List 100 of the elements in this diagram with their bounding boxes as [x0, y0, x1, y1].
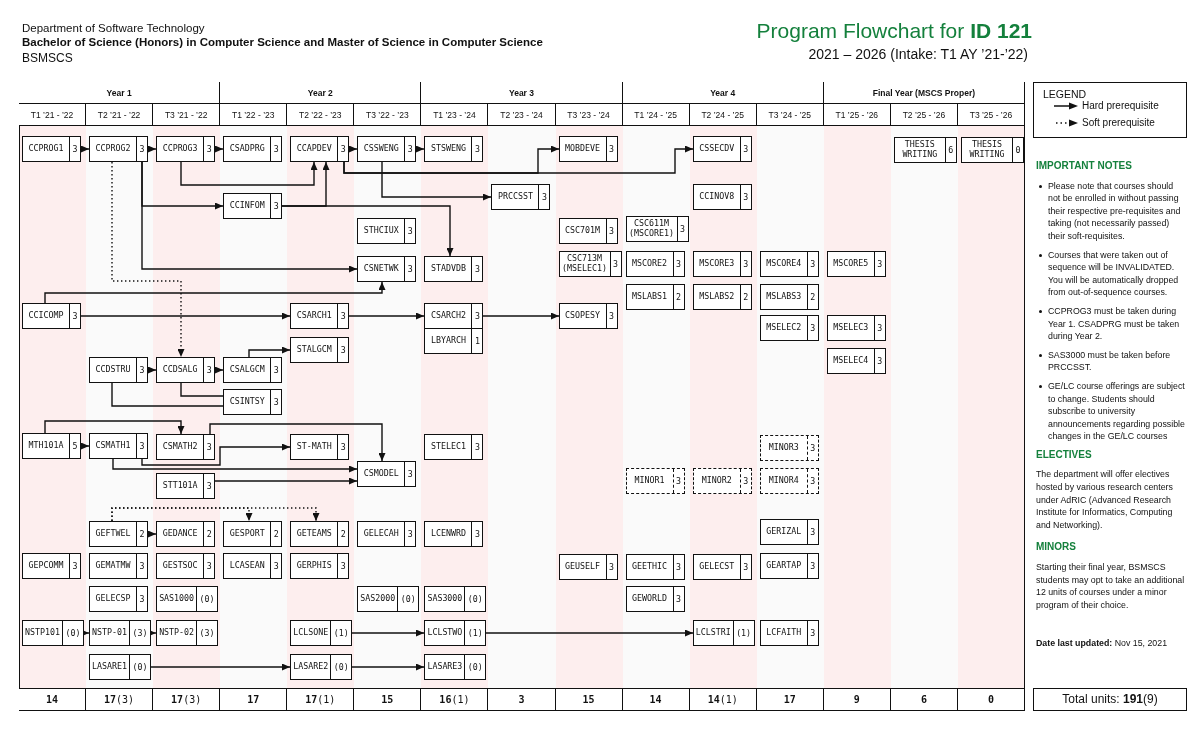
- course-code: LCFAITH: [765, 626, 803, 639]
- term-units-total: 3: [488, 688, 556, 710]
- unit-count: 3: [270, 194, 282, 218]
- note-text: GE/LC course offerings are subject to change. Students should subscribe to university announcements regarding possible changes in the GE/LC courses: [1048, 379, 1186, 443]
- course-box: [692, 554, 752, 580]
- course-code: ST-MATH: [295, 440, 333, 453]
- course-code: LASARE2: [292, 660, 330, 673]
- unit-count: (1): [464, 621, 486, 645]
- arrow: [148, 629, 157, 637]
- unit-count: (0): [330, 655, 352, 679]
- course-code: MINOR1: [633, 474, 666, 487]
- arrow: [80, 442, 90, 450]
- arrow: [180, 161, 318, 186]
- course-code: LCENWRD: [429, 527, 467, 540]
- term-units-total: 17: [756, 688, 824, 710]
- course-code: LCLSTWO: [426, 626, 464, 639]
- unit-count: 3: [203, 137, 215, 161]
- course-code: CSSECDV: [698, 142, 736, 155]
- arrow: [348, 145, 358, 153]
- unit-count: 3: [136, 587, 148, 611]
- course-box: [89, 654, 152, 680]
- unit-count: 3: [404, 522, 416, 546]
- course-box: [223, 357, 283, 383]
- unit-count: 3: [270, 358, 282, 382]
- unit-count: 3: [605, 137, 617, 161]
- note-text: Courses that were taken out of sequence will be INVALIDATED. You will be automatically dropped from out-of-sequence courses.: [1048, 248, 1180, 299]
- course-box: [89, 357, 149, 383]
- term-heading: T3 ’23 - ’24: [555, 104, 623, 126]
- unit-count: 3: [337, 435, 349, 459]
- course-box: [156, 586, 219, 612]
- arrow: [415, 145, 425, 153]
- term-heading: T2 ’23 - ’24: [488, 104, 556, 126]
- dotted-arrow: [111, 507, 320, 522]
- course-box: [156, 620, 219, 646]
- course-code: MSLABS3: [765, 290, 803, 303]
- course-code: CSMATH1: [94, 439, 132, 452]
- term-units-total: 16(1): [421, 688, 489, 710]
- unit-count: 3: [672, 252, 684, 276]
- course-box: [424, 303, 484, 329]
- course-code: CSARCH1: [295, 309, 333, 322]
- unit-count: 3: [203, 358, 215, 382]
- course-code: CCDSALG: [161, 363, 199, 376]
- unit-count: 3: [404, 137, 416, 161]
- course-box: [558, 303, 618, 329]
- unit-count: 3: [69, 304, 80, 328]
- course-code: CSALGCM: [228, 363, 266, 376]
- course-box: [89, 433, 149, 459]
- arrow: [150, 663, 291, 671]
- course-box: [759, 251, 819, 277]
- unit-count: (0): [129, 655, 151, 679]
- course-code: MSCORE2: [631, 257, 669, 270]
- course-box: [290, 337, 350, 363]
- term-units-total: 9: [823, 688, 891, 710]
- course-code: NSTP-01: [91, 626, 129, 639]
- course-box: [22, 620, 84, 646]
- course-box: [424, 434, 484, 460]
- unit-count: 3: [136, 137, 148, 161]
- course-box: [22, 553, 81, 579]
- program-code: BSMSCS: [22, 51, 73, 65]
- year-heading: Year 3: [421, 82, 623, 104]
- course-code: GESTSOC: [161, 559, 199, 572]
- course-code: LCLSONE: [292, 626, 330, 639]
- unit-count: 2: [270, 522, 282, 546]
- unit-count: 3: [404, 462, 416, 486]
- term-units-total: 14(1): [689, 688, 757, 710]
- arrow: [281, 205, 454, 257]
- course-code: MSELEC4: [832, 354, 870, 367]
- course-code: MSCORE5: [832, 257, 870, 270]
- unit-count: 3: [203, 554, 215, 578]
- course-code: MOBDEVE: [564, 142, 601, 155]
- course-code: CSC701M: [564, 224, 601, 237]
- arrow: [485, 629, 694, 637]
- unit-count: (0): [61, 621, 83, 645]
- term-heading: T2 ’22 - ’23: [287, 104, 355, 126]
- arrow: [343, 145, 694, 174]
- unit-count: 3: [806, 520, 818, 544]
- course-box: [424, 620, 487, 646]
- course-box: [290, 521, 350, 547]
- course-box: [558, 554, 618, 580]
- unit-count: 3: [337, 304, 349, 328]
- course-box: [759, 519, 819, 545]
- course-code: CCINOV8: [698, 190, 736, 203]
- course-box: [290, 654, 353, 680]
- term-units-total: 14: [19, 688, 87, 710]
- course-box: [558, 136, 618, 162]
- course-code: GETEAMS: [295, 527, 333, 540]
- unit-count: 3: [337, 554, 349, 578]
- course-code: THESIS WRITING: [968, 138, 1006, 161]
- course-code: MTH101A: [27, 439, 65, 452]
- course-box: [558, 218, 618, 244]
- unit-count: (0): [464, 587, 486, 611]
- course-box: [893, 137, 957, 163]
- dashed-course-box: [759, 435, 819, 461]
- term-heading: T1 ’22 - ’23: [220, 104, 288, 126]
- unit-count: 3: [605, 219, 617, 243]
- course-box: [759, 620, 819, 646]
- unit-count: 3: [136, 434, 148, 458]
- arrow: [141, 161, 358, 273]
- arrow: [147, 366, 157, 374]
- course-box: [759, 315, 819, 341]
